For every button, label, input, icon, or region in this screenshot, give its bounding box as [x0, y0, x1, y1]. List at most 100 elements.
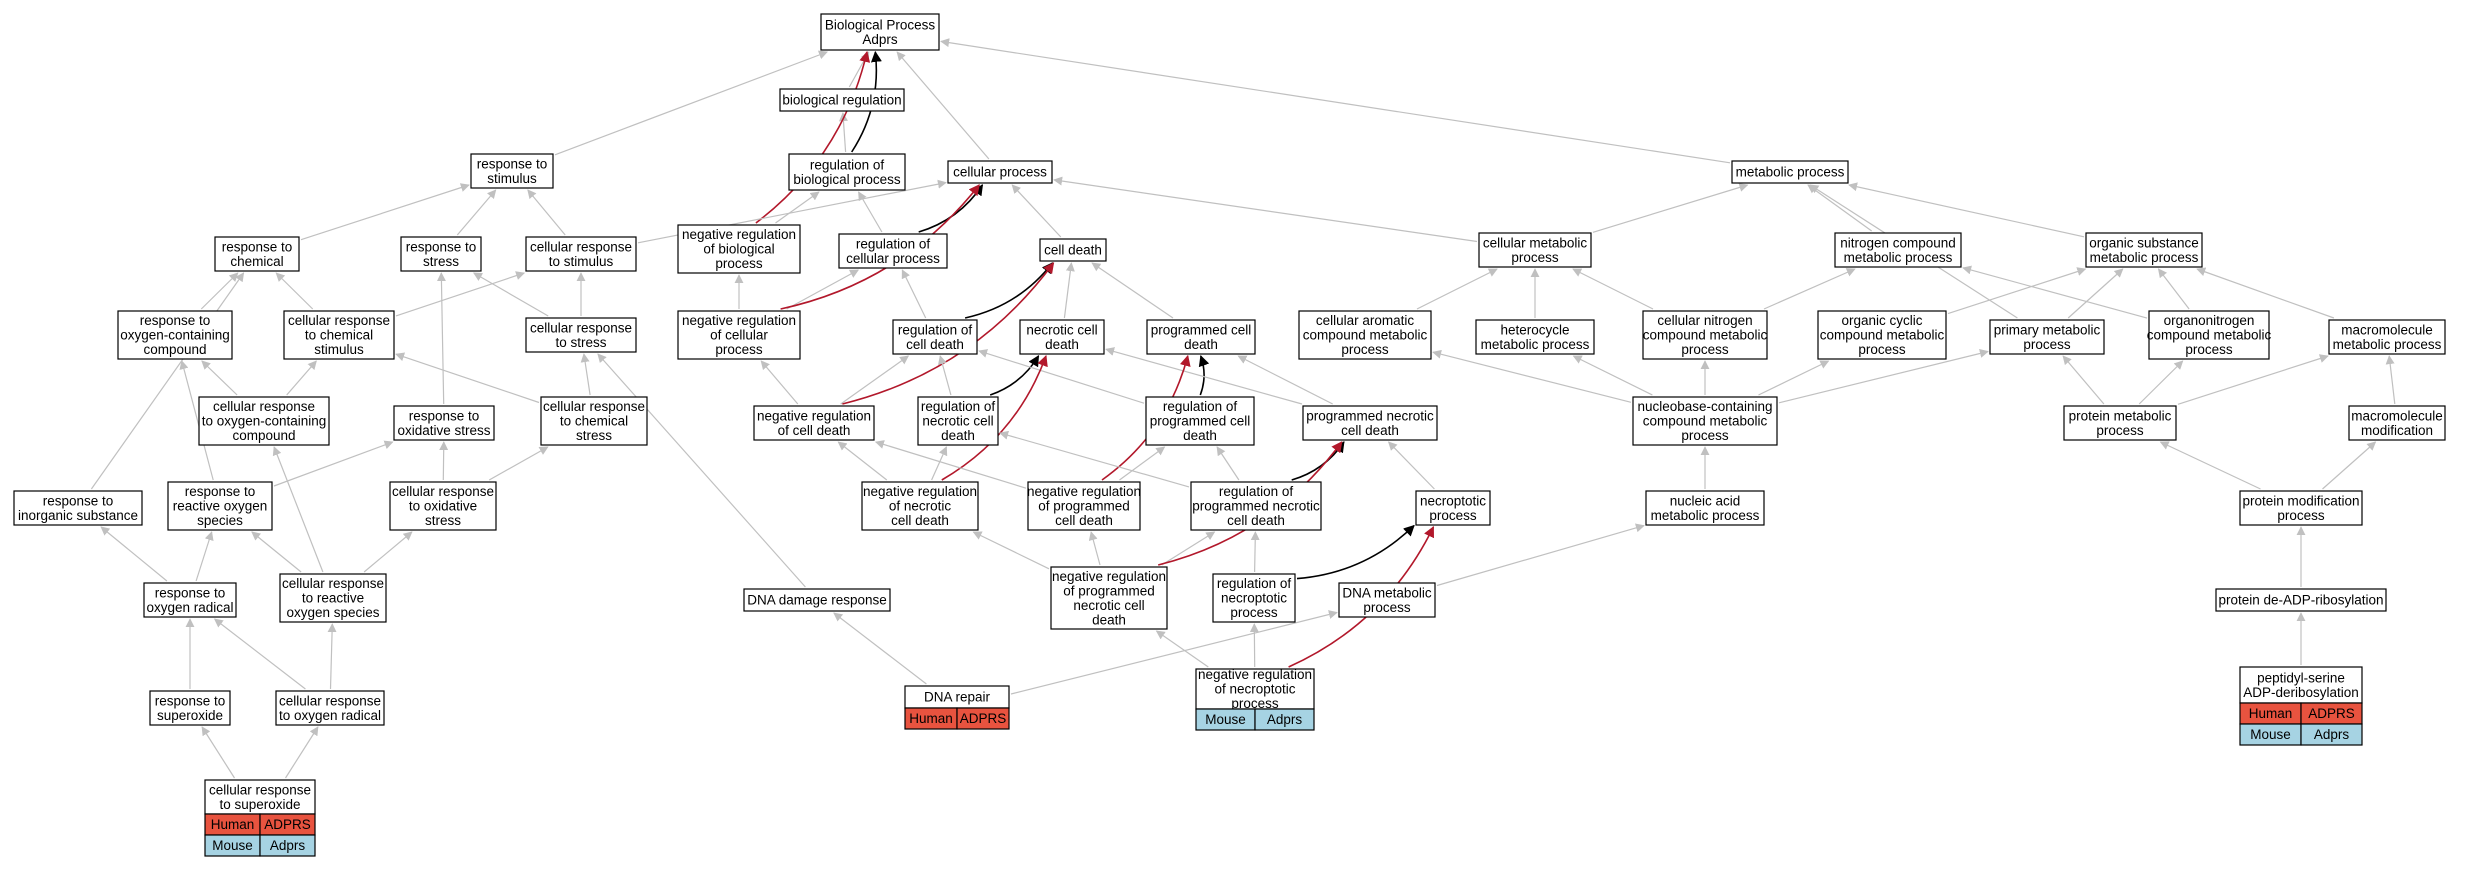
gene-cell [259, 834, 316, 857]
edge-protein_metabolic-to-primary_metabolic [2062, 355, 2105, 405]
node-box [1632, 396, 1778, 446]
node-label-line: organic cyclic [1841, 313, 1922, 328]
node-box [1039, 238, 1107, 262]
edge-neg_reg_necrotic-to-reg_necrotic_cell_death [931, 446, 948, 481]
node-label-line: response to [140, 313, 211, 328]
edge-resp_oxygen_radical-to-resp_ros [195, 531, 214, 582]
edge-macromolecule_metabolic-to-organic_substance [2196, 267, 2335, 319]
edge-reg_necroptotic-to-necroptotic [1296, 524, 1415, 580]
edge-resp_inorganic-to-response_chemical [90, 272, 245, 490]
go-node-cellular-process[interactable]: cellular process [947, 160, 1053, 184]
edge-cellular_process-to-bp [896, 51, 990, 160]
node-label-line: process [1858, 342, 1906, 357]
node-label-line: to superoxide [219, 797, 300, 812]
node-label-line: protein modification [2242, 493, 2359, 508]
node-label-line: to chemical [560, 414, 628, 429]
node-label-line: regulation of [810, 157, 885, 172]
go-node-dna-damage[interactable]: DNA damage response [743, 588, 891, 612]
go-node-protein-deadp[interactable]: protein de-ADP-ribosylation [2215, 588, 2387, 612]
go-node-bio-reg[interactable]: biological regulation [779, 88, 905, 112]
node-label-line: primary metabolic [1994, 322, 2101, 337]
node-label-line: death [941, 428, 975, 443]
go-node-metabolic-process[interactable]: metabolic process [1731, 160, 1849, 184]
edge-reg_programmed_necrotic-to-reg_programmed_cell_death [1216, 446, 1240, 481]
node-label-line: cellular nitrogen [1657, 313, 1752, 328]
edge-neg_reg_programmed-to-reg_programmed_cell_death [1119, 446, 1166, 481]
node-label-line: metabolic process [1844, 250, 1953, 265]
node-box [117, 310, 233, 360]
node-label-line: negative regulation [1027, 484, 1141, 499]
node-label-line: stress [425, 513, 461, 528]
node-label-line: nucleic acid [1670, 493, 1741, 508]
node-label-line: to stress [555, 335, 606, 350]
node-label-line: response to [222, 239, 293, 254]
node-label-line: process [1681, 342, 1729, 357]
edge-nitrogen_compound-to-metabolic_process [1807, 184, 1873, 232]
edge-protein_mod-to-macromolecule_mod [2322, 441, 2377, 490]
edge-cell_resp_ros-to-cell_resp_oxidative_stress [363, 531, 413, 573]
go-node-cell-death[interactable]: cell death [1039, 238, 1107, 262]
edge-dna_metabolic-to-nucleic_acid [1436, 523, 1645, 587]
edge-resp_ros-to-resp_oxidative_stress [273, 440, 394, 487]
node-label-line: compound metabolic [1820, 328, 1945, 343]
edge-reg_necrotic_cell_death-to-reg_cell_death [938, 355, 952, 396]
